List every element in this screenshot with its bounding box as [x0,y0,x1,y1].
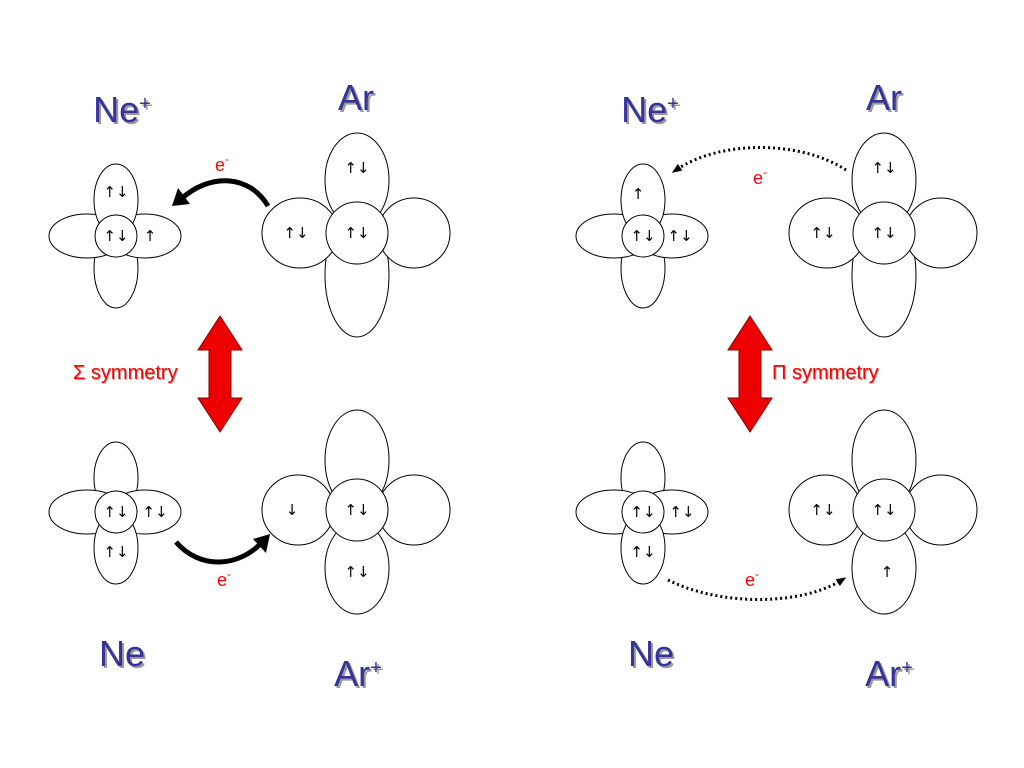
spin-label: ↑↓ [344,501,369,519]
atom-label-ne-plus: Ne+ [621,89,679,130]
ne-plus-orbitals: ↑↓ ↑↓ ↑ [48,163,182,309]
spin-label: ↑↓ [871,501,896,519]
spin-label: ↑↓ [630,227,655,245]
arrowhead-icon [172,188,190,206]
atom-label-ar: Ar [866,77,902,118]
atom-label-shadow: Ne [630,635,676,676]
orbital-center [852,478,916,542]
orbital-lobe-right [904,197,978,269]
ne-plus-orbitals: ↑ ↑↓ ↑↓ [575,163,709,309]
spin-label: ↑↓ [103,227,128,245]
symmetry-label-shadow: Σ symmetry [74,363,179,385]
electron-label-bottom: e- [745,567,759,590]
spin-label: ↑↓ [283,224,308,242]
spin-label: ↑↓ [630,543,655,561]
spin-label: ↑↓ [667,227,692,245]
left-panel: ↑↓ ↑↓ ↑ ↑↓ ↑↓ ↑↓ ↑↓ ↑↓ ↑↓ [48,77,451,696]
atom-label-ar: Ar [338,77,374,118]
atom-label-shadow: Ar [340,79,376,120]
symmetry-label: Σ symmetry [73,362,178,384]
spin-label: ↓ [286,501,299,519]
ar-orbitals: ↑↓ ↑↓ ↑↓ [261,132,451,338]
electron-transfer-arrow-top [178,178,271,208]
ar-plus-orbitals: ↓ ↑↓ ↑↓ [261,409,451,615]
arrowhead-icon [253,534,270,553]
ne-orbitals: ↑↓ ↑↓ ↑↓ [575,441,709,585]
orbital-center [325,201,389,265]
orbital-center [325,478,389,542]
spin-label: ↑↓ [103,543,128,561]
symmetry-label-shadow: Π symmetry [773,363,880,385]
electron-transfer-arrow-bottom [667,577,847,601]
atom-label-shadow: Ar+ [336,655,384,696]
spin-label: ↑↓ [103,503,128,521]
atom-label-shadow: Ne+ [95,91,153,132]
orbital-center [621,214,665,258]
spin-label: ↑↓ [810,224,835,242]
orbital-center [94,214,138,258]
spin-label: ↑↓ [344,224,369,242]
ne-orbitals: ↑↓ ↑↓ ↑↓ [48,441,182,585]
spin-label: ↑ [881,563,894,581]
atom-label-shadow: Ne [101,635,147,676]
spin-label: ↑↓ [669,503,694,521]
electron-label-bottom: e- [217,567,231,590]
double-arrow-icon [727,315,773,433]
orbital-center [852,201,916,265]
atom-label-ar-plus: Ar+ [865,653,913,694]
spin-label: ↑↓ [142,503,167,521]
right-panel: ↑ ↑↓ ↑↓ ↑↓ ↑↓ ↑↓ ↑↓ ↑↓ ↑↓ [575,77,978,696]
electron-transfer-arrow-bottom [174,538,266,565]
atom-label-ar-plus: Ar+ [334,653,382,694]
symmetry-label: Π symmetry [772,362,879,384]
double-arrow-icon [197,315,243,433]
spin-label: ↑↓ [103,183,128,201]
orbital-lobe-right [377,197,451,269]
spin-label: ↑↓ [871,224,896,242]
orbital-center [94,490,138,534]
atom-label-shadow: Ne+ [623,91,681,132]
electron-label-top: e- [215,152,229,175]
spin-label: ↑ [632,185,645,203]
spin-label: ↑↓ [630,503,655,521]
atom-label-ne: Ne [628,633,674,674]
atom-label-shadow: Ar [868,79,904,120]
orbital-lobe-right [377,474,451,546]
spin-label: ↑ [144,227,157,245]
atom-label-shadow: Ar+ [867,655,915,696]
electron-label-top: e- [753,165,767,188]
ar-plus-orbitals: ↑↓ ↑↓ ↑ [788,409,978,615]
spin-label: ↑↓ [871,159,896,177]
orbital-lobe-right [904,474,978,546]
atom-label-ne: Ne [99,633,145,674]
electron-transfer-arrow-top [671,146,847,173]
orbital-center [621,490,665,534]
spin-label: ↑↓ [344,563,369,581]
spin-label: ↑↓ [344,159,369,177]
atom-label-ne-plus: Ne+ [93,89,151,130]
ar-orbitals: ↑↓ ↑↓ ↑↓ [788,132,978,338]
spin-label: ↑↓ [810,501,835,519]
